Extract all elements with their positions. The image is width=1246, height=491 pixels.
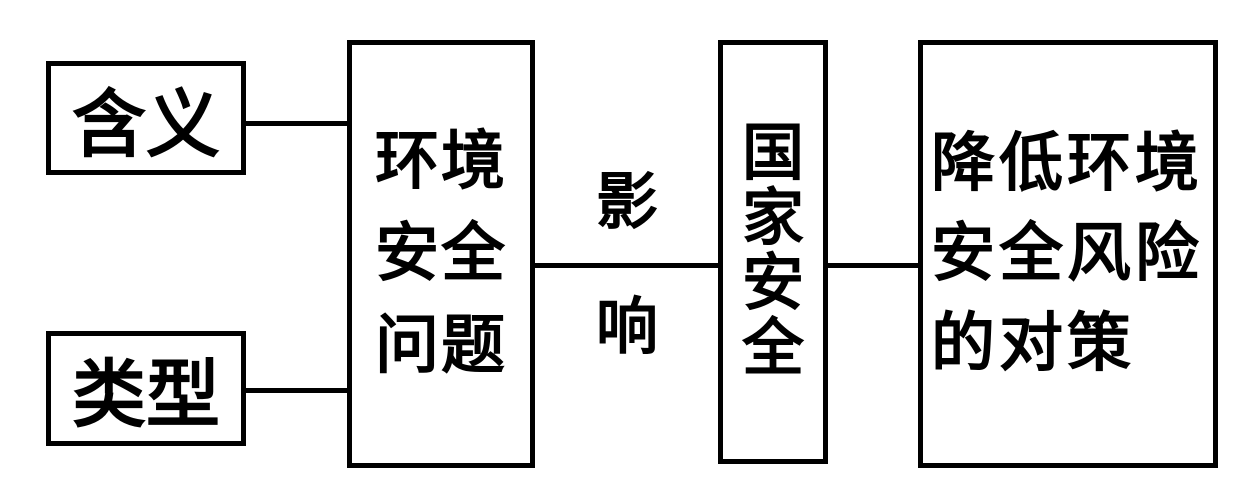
node-meaning-label: 含义 <box>72 84 220 167</box>
connector-env-problem-to-national-security <box>535 263 718 268</box>
node-national-security-label-char4: 全 <box>741 315 804 383</box>
node-environmental-safety-problem-label-line1: 环境 <box>375 126 507 197</box>
node-type-box: 类型 <box>46 331 246 446</box>
node-meaning-box: 含义 <box>46 61 246 175</box>
node-national-security-box: 国 家 安 全 <box>718 40 828 464</box>
node-countermeasures-box: 降低环境 安全风险 的对策 <box>918 40 1218 468</box>
node-national-security-label-char1: 国 <box>741 120 804 188</box>
node-type-label: 类型 <box>72 355 220 437</box>
node-countermeasures-label-line1: 降低环境 <box>931 128 1203 199</box>
connector-meaning-to-env-problem <box>246 121 347 126</box>
edge-label-influence-char2: 响 <box>595 294 658 362</box>
node-national-security-label-char2: 家 <box>741 185 804 253</box>
node-environmental-safety-problem-label-line2: 安全 <box>375 218 507 289</box>
node-environmental-safety-problem-box: 环境 安全 问题 <box>347 40 535 468</box>
connector-type-to-env-problem <box>246 388 347 393</box>
connector-national-security-to-countermeasures <box>828 263 918 268</box>
node-countermeasures-label-line2: 安全风险 <box>931 218 1203 289</box>
node-environmental-safety-problem-label-line3: 问题 <box>375 310 507 381</box>
node-national-security-label-char3: 安 <box>741 250 804 318</box>
edge-label-influence-char1: 影 <box>595 169 658 237</box>
node-countermeasures-label-line3: 的对策 <box>931 308 1135 379</box>
